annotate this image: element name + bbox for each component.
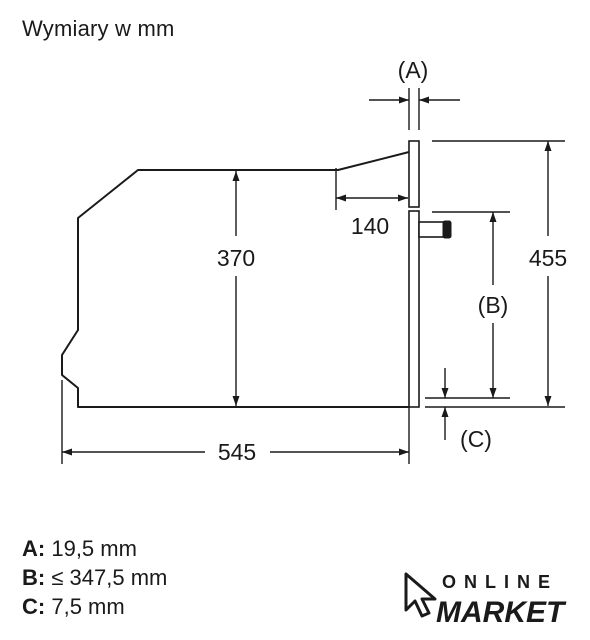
- front-panel: [408, 140, 420, 208]
- page-title: Wymiary w mm: [22, 16, 175, 41]
- legend-value: ≤ 347,5 mm: [51, 565, 168, 590]
- dim-c-label: (C): [460, 426, 492, 452]
- legend-row-c: C: 7,5 mm: [22, 592, 167, 621]
- dim-140-label: 140: [351, 213, 389, 239]
- cursor-arrow-icon: [404, 572, 437, 618]
- legend-key: A:: [22, 536, 46, 561]
- legend-row-b: B: ≤ 347,5 mm: [22, 563, 167, 592]
- dim-a-label: (A): [398, 57, 429, 83]
- legend-key: B:: [22, 565, 46, 590]
- dimension-legend: A: 19,5 mm B: ≤ 347,5 mm C: 7,5 mm: [22, 534, 167, 621]
- brand-logo: ONLINE MARKET: [402, 566, 572, 629]
- legend-row-a: A: 19,5 mm: [22, 534, 167, 563]
- legend-key: C:: [22, 594, 46, 619]
- dim-370-label: 370: [217, 245, 255, 271]
- brand-line2: MARKET: [436, 596, 567, 628]
- legend-value: 19,5 mm: [51, 536, 137, 561]
- dim-455-label: 455: [529, 245, 567, 271]
- door-panel: [408, 210, 420, 408]
- dim-545-label: 545: [218, 439, 256, 465]
- door-handle: [418, 221, 446, 238]
- dim-b-label: (B): [478, 292, 509, 318]
- legend-value: 7,5 mm: [51, 594, 125, 619]
- brand-line1: ONLINE: [442, 572, 558, 592]
- appliance-body-outline: [61, 151, 410, 408]
